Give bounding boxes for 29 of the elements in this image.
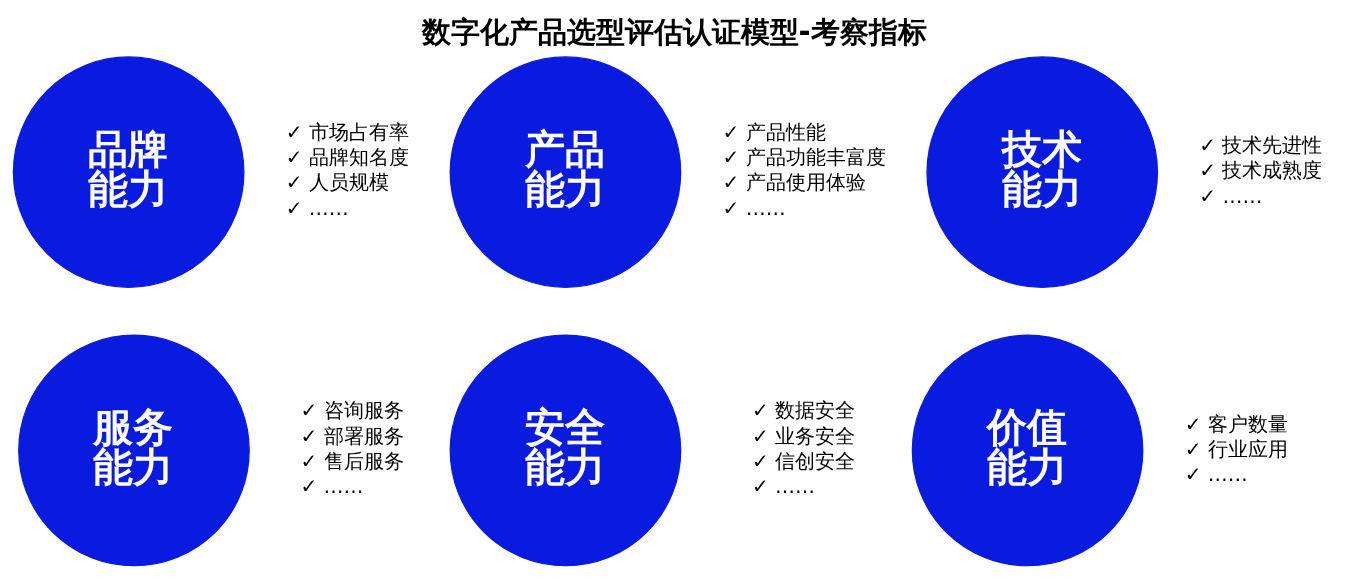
- node-label: ✓ ……: [285, 195, 349, 220]
- node-label: ✓ ……: [300, 473, 364, 498]
- node-circle: 技术能力: [926, 55, 1159, 288]
- node-label: ✓ 客户数量: [1184, 411, 1288, 435]
- node-label: ✓ 部署服务: [300, 422, 404, 447]
- node-label: ✓ 信创安全: [751, 448, 855, 473]
- node-label: ✓ 品牌知名度: [285, 144, 409, 169]
- node-label: ✓ 售后服务: [300, 448, 404, 473]
- node-label: ✓ 产品性能: [722, 119, 826, 144]
- node-circle: 安全能力: [449, 334, 682, 566]
- node-circle: 产品能力: [449, 55, 682, 288]
- diagram-title: 数字化产品选型评估认证模型-考察指标: [421, 14, 927, 49]
- node-label: ✓ 咨询服务: [300, 397, 404, 422]
- node-circle: 品牌能力: [12, 55, 245, 288]
- node-label: ✓ ……: [722, 195, 786, 220]
- node-label: ✓ 产品使用体验: [722, 169, 866, 194]
- node-label: ✓ 技术先进性: [1199, 132, 1323, 157]
- node-label: ✓ ……: [1199, 183, 1263, 208]
- node-label: ✓ 产品功能丰富度: [722, 144, 886, 169]
- node-label: ✓ 数据安全: [751, 397, 855, 422]
- node-label: ✓ 业务安全: [751, 422, 855, 447]
- node-circle: 服务能力: [18, 334, 250, 566]
- node-label: ✓ 市场占有率: [285, 119, 409, 144]
- node-circle: 价值能力: [911, 334, 1144, 566]
- node-label: ✓ ……: [751, 473, 815, 498]
- node-label: ✓ 技术成熟度: [1199, 157, 1323, 182]
- node-label: ✓ ……: [1184, 461, 1248, 486]
- node-label: ✓ 行业应用: [1184, 436, 1288, 461]
- node-label: ✓ 人员规模: [285, 169, 389, 194]
